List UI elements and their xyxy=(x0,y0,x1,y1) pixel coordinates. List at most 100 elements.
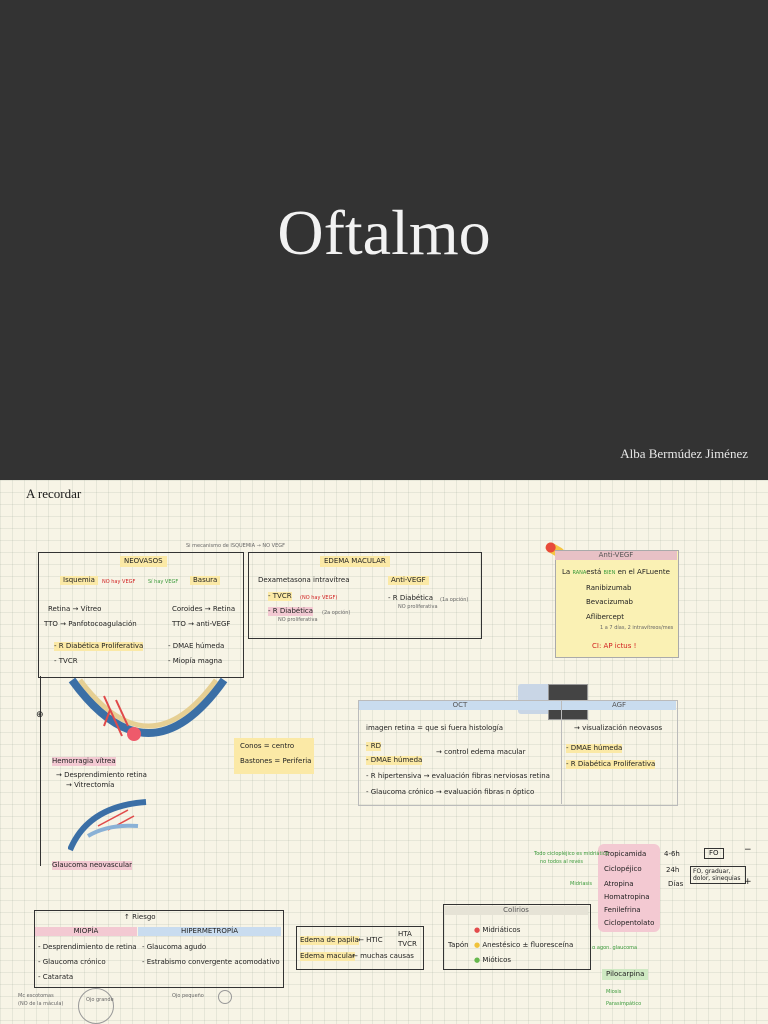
oct-header: OCT xyxy=(359,701,561,710)
oct-lead: imagen retina = que si fuera histología xyxy=(366,724,504,732)
oct-item3: - R hipertensiva → evaluación fibras ner… xyxy=(366,772,550,780)
neovasos-right-item1: - DMAE húmeda xyxy=(168,642,225,650)
edema-left-item2-note: (2a opción) xyxy=(322,610,351,616)
riesgo-miopia: MIOPÍA xyxy=(35,927,137,936)
edema-papila-l1b: ← HTIC xyxy=(358,936,383,944)
colirios-c1-label: Midriáticos xyxy=(482,926,521,934)
footer-ojo-grande: Ojo grande xyxy=(86,997,114,1003)
mn-rana: RANA xyxy=(572,570,587,576)
oct-agf-table xyxy=(358,700,678,806)
oct-item4: - Glaucoma crónico → evaluación fibras n… xyxy=(366,788,535,796)
neovasos-right-line1: Coroides → Retina xyxy=(172,605,236,613)
neovasos-right-item2: - Miopía magna xyxy=(168,657,223,665)
parasimpatico-label: Parasimpático xyxy=(606,1001,642,1007)
antivegf-header: Anti-VEGF xyxy=(555,551,677,560)
riesgo-m2: - Glaucoma crónico xyxy=(38,958,106,966)
midriatico-d4: Homatropina xyxy=(604,893,650,901)
midriatico-d1: Tropicamida xyxy=(604,850,647,858)
antivegf-drug1: Ranibizumab xyxy=(586,584,632,592)
midriatico-d6: Ciclopentolato xyxy=(604,919,655,927)
mn-la: La xyxy=(562,568,571,576)
edema-right-sub: NO proliferativa xyxy=(398,604,438,610)
agf-header: AGF xyxy=(562,701,676,710)
antivegf-ci: CI: AP ictus ! xyxy=(592,642,637,650)
edema-papila-l2a: Edema macular xyxy=(300,952,356,961)
riesgo-m3: - Catarata xyxy=(38,973,74,981)
oct-item2: - DMAE húmeda xyxy=(366,756,423,765)
cover-author: Alba Bermúdez Jiménez xyxy=(620,446,748,461)
neovasos-title: NEOVASOS xyxy=(120,556,167,567)
midriatico-minus: − xyxy=(744,845,752,855)
section-title: A recordar xyxy=(26,486,82,501)
colirios-c3: ● Mióticos xyxy=(474,956,512,964)
midriatico-side-note: Todo ciclopléjico es midriático xyxy=(534,851,609,857)
rail-plus-icon: ⊕ xyxy=(36,710,44,720)
edema-papila-hta: HTA xyxy=(398,930,412,938)
colirios-header: Colirios xyxy=(444,906,588,915)
edema-left-item1: - TVCR xyxy=(268,592,292,601)
midriatico-side-note2: no todos al revés xyxy=(540,859,583,865)
cover-title: Oftalmo xyxy=(277,197,491,268)
antivegf-drug3: Aflibercept xyxy=(586,613,624,621)
midriatico-fo: FO xyxy=(704,848,724,859)
antivegf-mnemonic: La RANAestá BIEN en el AFLuente xyxy=(562,568,670,578)
conos-line1: Conos = centro xyxy=(240,742,295,750)
riesgo-h1: - Glaucoma agudo xyxy=(142,943,207,951)
neovasos-left-item2: - TVCR xyxy=(54,657,78,665)
edema-right-head: Anti-VEGF xyxy=(388,576,429,585)
retina-cross-section-drawing xyxy=(68,677,228,741)
neovasos-left-item1: - R Diabética Proliferativa xyxy=(54,642,144,651)
antivegf-drug2: Bevacizumab xyxy=(586,598,633,606)
riesgo-m1: - Desprendimiento de retina xyxy=(38,943,137,951)
edema-right-item1-note: (1a opción) xyxy=(440,597,469,603)
colirios-c2: ● Anestésico ± fluoresceína xyxy=(474,941,574,949)
edema-papila-l2b: ← muchas causas xyxy=(352,952,414,960)
midriatico-d3: Atropina xyxy=(604,880,634,888)
midriatico-d2: Ciclopéjico xyxy=(604,865,642,873)
neovasos-box xyxy=(38,552,244,678)
pilocarpina: Pilocarpina xyxy=(602,969,649,980)
neovasos-isquemia: Isquemia xyxy=(60,576,98,585)
midriatico-fo2: FO, graduar, dolor, sinequias xyxy=(690,866,746,884)
riesgo-table xyxy=(34,910,284,988)
edema-papila-tvcr: TVCR xyxy=(398,940,417,948)
colirios-c3-label: Mióticos xyxy=(482,956,512,964)
conos-line2: Bastones = Periferia xyxy=(240,757,312,765)
top-note: Si mecanismo de ISQUEMIA → NO VEGF xyxy=(186,543,286,549)
agf-item1: - DMAE húmeda xyxy=(566,744,623,753)
glaucoma-neovascular: Glaucoma neovascular xyxy=(52,861,133,870)
edema-right-item1: - R Diabética xyxy=(388,594,434,602)
mn-enel: en el xyxy=(617,568,635,576)
riesgo-h2: - Estrabismo convergente acomodativo xyxy=(142,958,280,966)
footer-ojo-pequeno: Ojo pequeño xyxy=(172,993,204,999)
notes-page: A recordar Si mecanismo de ISQUEMIA → NO… xyxy=(0,480,768,1024)
edema-title: EDEMA MACULAR xyxy=(320,556,390,567)
eye-circle-large xyxy=(78,988,114,1024)
riesgo-hipermetropia: HIPERMETROPÍA xyxy=(138,927,281,936)
iris-angle-drawing xyxy=(68,799,147,852)
edema-papila-l1a: Edema de papila xyxy=(300,936,359,945)
midriatico-agonista: α agon. glaucoma xyxy=(592,945,638,951)
midriatico-midriasis-label: Midriasis xyxy=(570,881,592,887)
mn-bien: BIEN xyxy=(603,570,616,576)
footer-escotomas-sub: (NO de la mácula) xyxy=(18,1001,64,1007)
antivegf-card xyxy=(555,550,679,658)
colirios-c1: ● Midriáticos xyxy=(474,926,521,934)
midriatico-t2: 24h xyxy=(666,866,680,874)
cover-slide: Oftalmo Alba Bermúdez Jiménez xyxy=(0,0,768,480)
mn-esta: está xyxy=(586,568,602,576)
edema-left-item1-note: (NO hay VEGF) xyxy=(300,595,338,601)
neovasos-left-line1: Retina → Vítreo xyxy=(48,605,102,613)
eye-notes-rail xyxy=(40,676,41,866)
eye-circle-small xyxy=(218,990,232,1004)
oct-agf-divider xyxy=(561,701,562,804)
mn-afluente: AFLuente xyxy=(637,568,670,576)
edema-left-item2: - R Diabética xyxy=(268,607,314,616)
agf-item2: - R Diabética Proliferativa xyxy=(566,760,656,769)
neovasos-right-line2: TTO → anti-VEGF xyxy=(172,620,231,628)
midriatico-t1: 4-6h xyxy=(664,850,680,858)
riesgo-title: ↑ Riesgo xyxy=(124,913,156,921)
hemorragia-vitrea: Hemorragia vítrea xyxy=(52,757,116,766)
miosis-label: Miosis xyxy=(606,989,622,995)
colirios-box xyxy=(443,904,591,970)
